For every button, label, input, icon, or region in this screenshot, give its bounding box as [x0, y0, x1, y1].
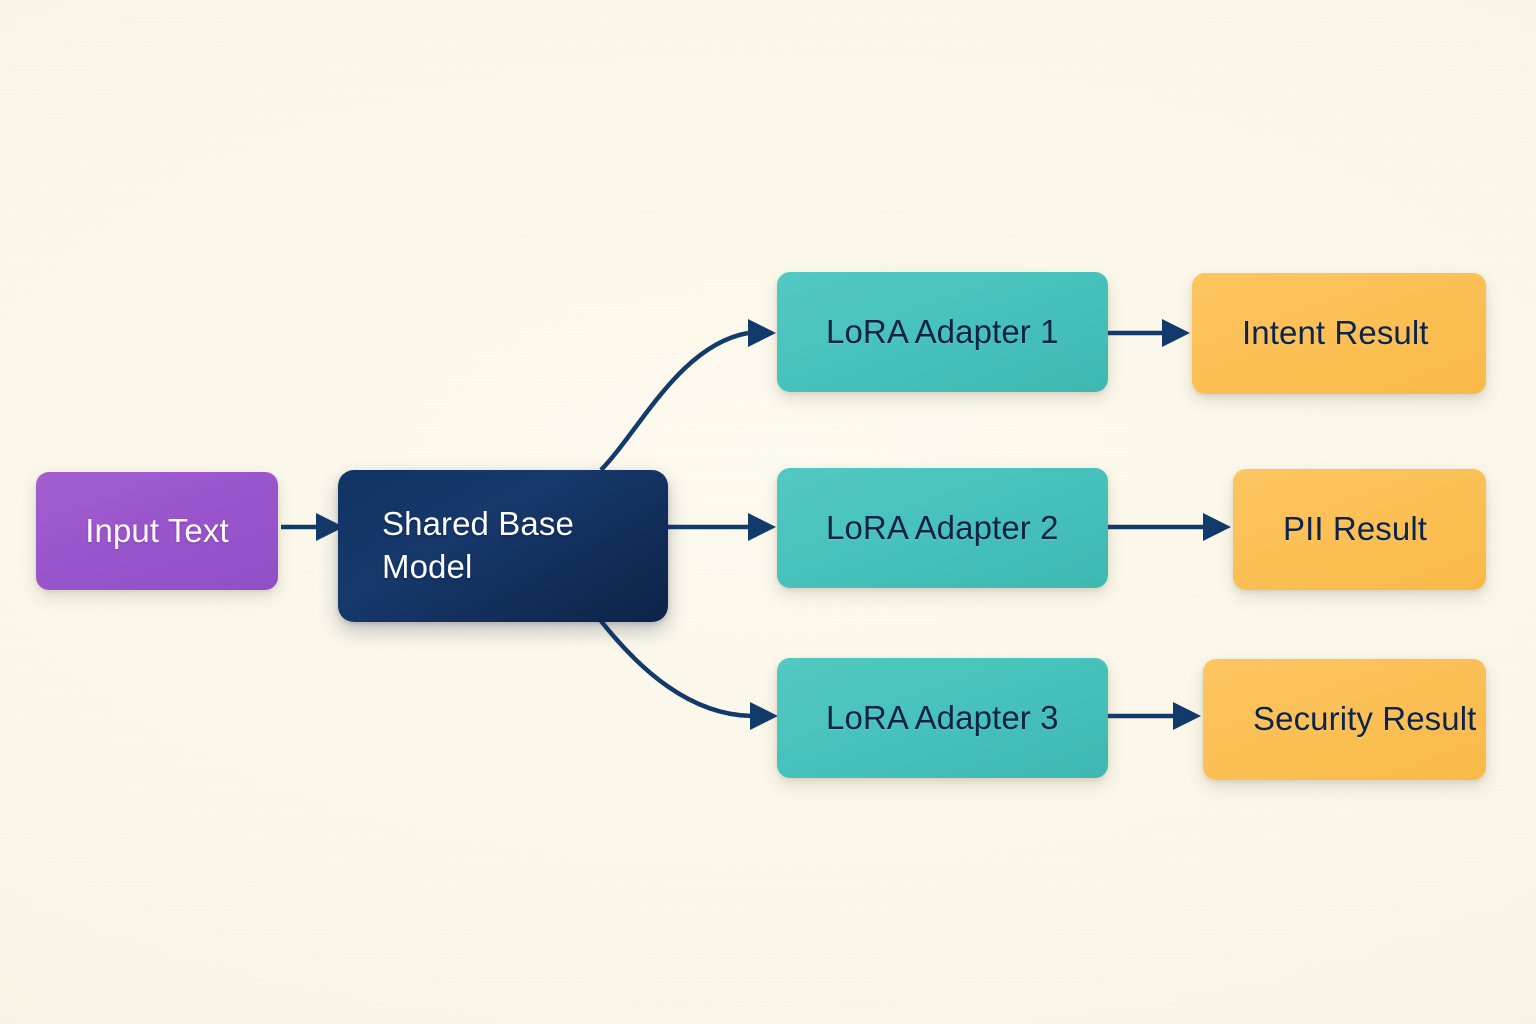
node-lora-adapter-2[interactable]: LoRA Adapter 2	[777, 468, 1108, 588]
node-lora-adapter-1[interactable]: LoRA Adapter 1	[777, 272, 1108, 392]
edge-base-to-adapter-2	[668, 513, 776, 541]
node-security-result[interactable]: Security Result	[1203, 659, 1486, 780]
node-lora-adapter-2-label: LoRA Adapter 2	[826, 508, 1059, 546]
edge-adapter-3-to-result-3	[1108, 702, 1201, 730]
node-lora-adapter-1-label: LoRA Adapter 1	[826, 312, 1059, 350]
node-pii-result[interactable]: PII Result	[1233, 469, 1486, 590]
node-security-result-label: Security Result	[1253, 700, 1477, 738]
edge-base-to-adapter-1	[599, 319, 776, 472]
node-shared-base-model-label: Shared Base Model	[382, 505, 574, 585]
node-input-text[interactable]: Input Text	[36, 472, 278, 590]
edge-adapter-2-to-result-2	[1108, 513, 1231, 541]
node-lora-adapter-3-label: LoRA Adapter 3	[826, 698, 1059, 736]
edge-adapter-1-to-result-1	[1108, 319, 1190, 347]
node-pii-result-label: PII Result	[1283, 510, 1428, 548]
node-input-text-label: Input Text	[85, 511, 229, 549]
node-intent-result-label: Intent Result	[1242, 314, 1429, 352]
node-lora-adapter-3[interactable]: LoRA Adapter 3	[777, 658, 1108, 778]
edge-base-to-adapter-3	[599, 619, 778, 730]
node-intent-result[interactable]: Intent Result	[1192, 273, 1486, 394]
node-shared-base-model[interactable]: Shared Base Model	[338, 470, 668, 622]
edge-input-to-base	[281, 513, 344, 541]
